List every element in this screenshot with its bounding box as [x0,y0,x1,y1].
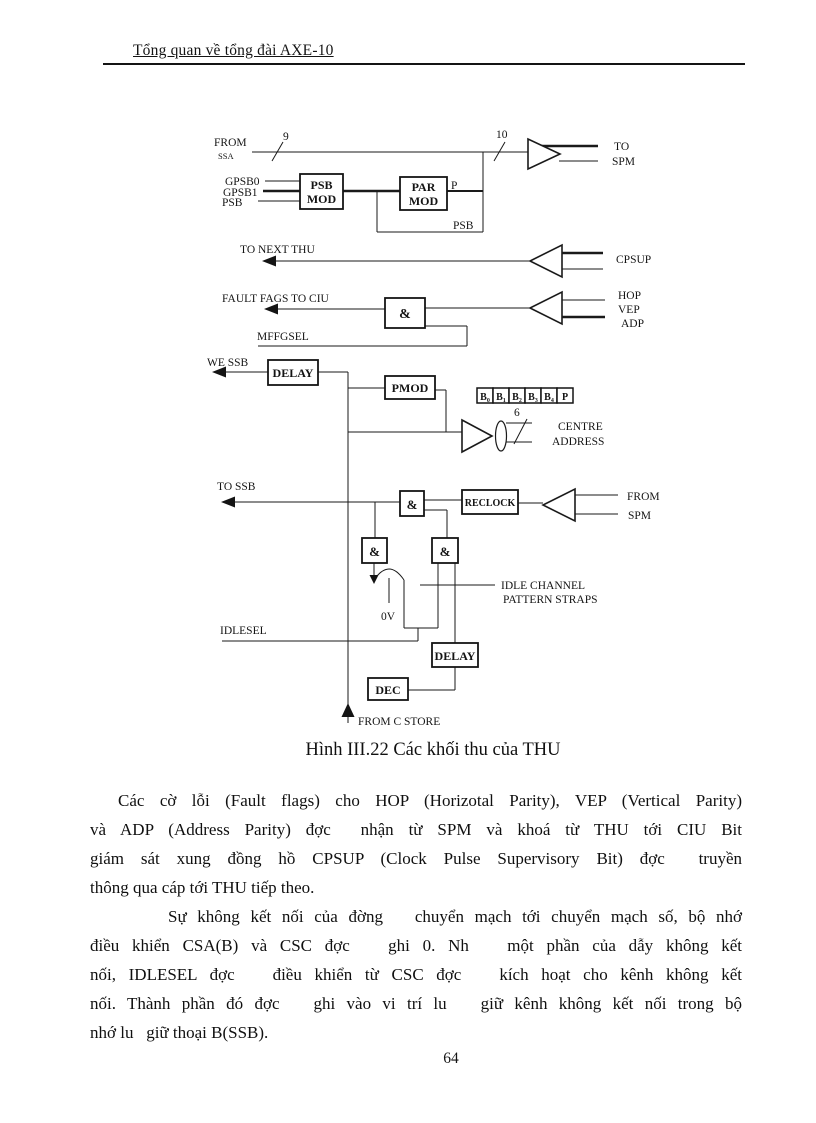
label-idle-channel-1: IDLE CHANNEL [501,580,585,592]
label-to-ssb: TO SSB [217,481,256,493]
label-we-ssb: WE SSB [207,357,249,369]
label-to-spm-2: SPM [612,156,635,168]
block-par-mod: PAR MOD [399,176,448,211]
block-psb-mod-label2: MOD [307,192,337,206]
arrow-to-ssb [221,496,235,508]
label-gpsb1: GPSB1 [223,187,258,199]
label-from-ssa-2: SSA [218,151,234,161]
arrow-to-next-thu [262,255,276,267]
paragraph2-line: nối, IDLESEL đợc điều khiển từ CSC đợc k… [90,965,742,984]
paragraph2-line: nối. Thành phần đó đợc ghi vào vi trí lu… [90,994,742,1013]
label-adp: ADP [621,318,644,330]
signal-labels: FROM SSA 9 10 TO SPM GPSB0 GPSB1 PSB P P… [207,129,660,728]
register-bit-b3: B₃ [528,392,538,403]
and-gate-label: & [440,544,451,559]
block-dec-label: DEC [375,683,400,697]
arrow-we-ssb [212,366,226,378]
label-mffgsel: MFFGSEL [257,331,309,343]
and-gate-label: & [369,544,380,559]
buffer-centre-address [461,418,494,454]
bit-register: B₀ B₁ B₂ B₃ B₄ P [476,387,574,404]
paragraph2-line: Sự không kết nối của đờng chuyển mạch tớ… [168,907,742,926]
connector-lines [222,141,618,723]
blocks: PSB MOD PAR MOD & DELAY PMOD [267,173,519,701]
label-psb-in: PSB [222,197,243,209]
block-and-reclock: & [399,490,425,517]
block-reclock: RECLOCK [461,489,519,515]
block-delay1-label: DELAY [273,366,314,380]
paragraph1-line: giám sát xung đồng hồ CPSUP (Clock Pulse… [90,849,742,868]
block-and-b: & [431,537,459,564]
label-centre-address-1: CENTRE [558,421,603,433]
block-diagram-thu: PSB MOD PAR MOD & DELAY PMOD [207,129,660,728]
block-psb-mod: PSB MOD [299,173,344,210]
block-delay-1: DELAY [267,359,319,386]
buffer-to-spm [527,137,562,171]
label-hop: HOP [618,290,641,302]
and-gate-label: & [399,307,411,322]
block-psb-mod-label1: PSB [310,178,332,192]
page-header: Tổng quan về tổng đài AXE-10 [133,42,334,59]
block-par-mod-label2: MOD [409,194,439,208]
label-parity-out: P [451,180,457,192]
label-from-ssa: FROM [214,137,247,149]
label-bus-width-9: 9 [283,131,289,143]
register-bit-b0: B₀ [480,392,490,403]
block-and-a: & [361,537,388,564]
buffer-hop-vep-adp [528,290,563,326]
label-idlesel: IDLESEL [220,625,267,637]
page-number: 64 [443,1050,459,1067]
block-and-fault: & [384,297,426,329]
arrow-from-c-store [341,703,355,717]
buffer-cpsup [528,243,563,279]
label-from-spm-1: FROM [627,491,660,503]
block-delay-2: DELAY [431,642,479,668]
paragraph1-line: thông qua cáp tới THU tiếp theo. [90,878,315,897]
and-gate-label: & [407,497,418,512]
paragraph2-line: điều khiển CSA(B) và CSC đợc ghi 0. Nh m… [90,936,742,955]
label-psb-feedback: PSB [453,220,474,232]
buffer-symbols [461,137,576,523]
block-par-mod-label1: PAR [412,180,436,194]
label-to-spm-1: TO [614,141,629,153]
label-from-spm-2: SPM [628,510,651,522]
cable-symbol [494,420,508,452]
arrow-strap-end [369,575,379,584]
block-pmod-label: PMOD [392,381,429,395]
label-from-c-store: FROM C STORE [358,716,440,728]
buffer-from-spm [541,487,576,523]
arrow-fault-flags [264,303,278,315]
block-dec: DEC [367,677,409,701]
body-text: Các cờ lỗi (Fault flags) cho HOP (Horizo… [90,786,742,1047]
block-pmod: PMOD [384,375,436,400]
label-0v: 0V [381,611,396,623]
label-centre-address-2: ADDRESS [552,436,604,448]
label-fault-flags-to-ciu: FAULT FAGS TO CIU [222,293,330,305]
label-idle-channel-2: PATTERN STRAPS [503,594,597,606]
label-gpsb0: GPSB0 [225,176,260,188]
register-bit-b4: B₄ [544,392,554,403]
register-bit-p: P [562,392,568,403]
label-to-next-thu: TO NEXT THU [240,244,315,256]
block-delay2-label: DELAY [435,649,476,663]
paragraph1-line: và ADP (Address Parity) đợc nhận từ SPM … [90,820,742,839]
label-bus-width-6: 6 [514,407,520,419]
label-cpsup: CPSUP [616,254,651,266]
register-bit-b1: B₁ [496,392,506,403]
paragraph2-line: nhớ lu giữ thoại B(SSB). [90,1023,269,1042]
label-bus-width-10: 10 [496,129,508,141]
arrowheads [212,255,379,717]
register-cell [556,387,574,404]
paragraph1-line: Các cờ lỗi (Fault flags) cho HOP (Horizo… [118,791,742,810]
header-rule: Tổng quan về tổng đài AXE-10 [103,42,745,65]
register-bit-b2: B₂ [512,392,522,403]
figure-caption: Hình III.22 Các khối thu của THU [305,740,561,760]
label-vep: VEP [618,304,640,316]
block-reclock-label: RECLOCK [465,498,516,509]
